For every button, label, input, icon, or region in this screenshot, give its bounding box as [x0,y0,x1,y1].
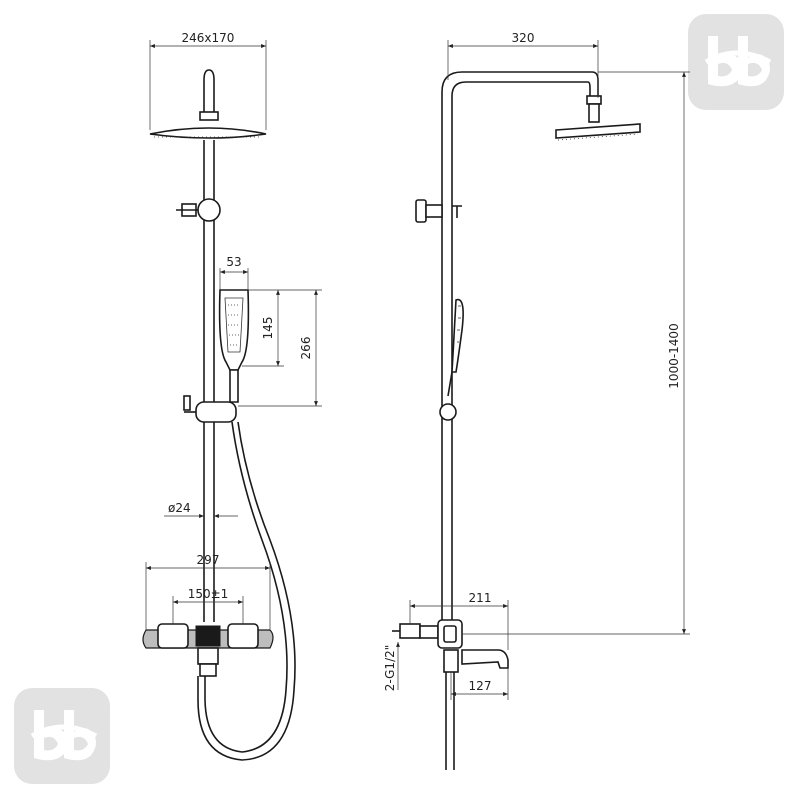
side-hand-handle [447,371,453,397]
rain-shower-head [149,127,267,139]
dim-label-hand-face: 145 [261,317,275,340]
mixer-center [195,625,221,647]
head-connector [199,111,219,121]
side-diverter-body [425,204,443,218]
riser-arm-inner [451,81,591,622]
mixer-outlet [197,647,219,665]
dim-label-inlet-thread: 2-G1/2" [383,645,397,692]
dim-label-arm-length: 320 [512,31,535,45]
side-mixer-neck [419,625,439,639]
diverter-knob [197,198,221,222]
side-mixer-knob [443,625,457,643]
mixer-left-handle [157,623,189,649]
side-head-shower [555,123,641,139]
mixer-hose-nut [199,663,217,677]
shower-hose-outer [204,421,288,753]
riser-arm-outer [441,71,599,622]
dim-label-mixer-width: 297 [197,553,220,567]
hand-shower-handle [229,369,239,403]
arm-ball-joint [588,103,600,123]
side-diverter-pin [452,205,462,218]
hand-shower-face [224,297,244,353]
dim-label-hand-total: 266 [299,337,313,360]
dim-label-inlet-spacing: 150±1 [188,587,229,601]
side-diverter-cap [415,199,427,223]
brand-logo-mark [30,710,98,761]
hand-shower [218,289,250,371]
gooseneck-arm [203,69,215,118]
arm-connector [586,95,602,105]
dim-label-spout-reach: 211 [469,591,492,605]
front-dimensions: 246x170 53 145 266 ø24 297 150±1 [145,31,322,630]
dim-label-bar-diameter: ø24 [168,501,191,515]
dim-label-head-size: 246x170 [182,31,235,45]
side-view [392,71,641,770]
mixer-right-handle [227,623,259,649]
slider-bracket [195,401,237,423]
dim-label-hand-width: 53 [226,255,241,269]
brand-logo-bottom-left [14,688,110,784]
front-view [142,69,296,761]
side-hand-shower [451,298,464,373]
dim-label-spout-length: 127 [469,679,492,693]
side-slider [439,403,457,421]
brand-logo-mark [704,36,772,87]
shower-hose-inner [197,421,296,761]
side-inlet-nut [399,623,421,639]
side-dimensions: 320 1000-1400 211 127 2-G1/2" [383,31,690,700]
brand-logo-top-right [688,14,784,110]
slider-screw [183,395,191,411]
dim-label-height-range: 1000-1400 [667,323,681,388]
side-spout [461,649,509,669]
side-mixer-base [443,649,459,673]
